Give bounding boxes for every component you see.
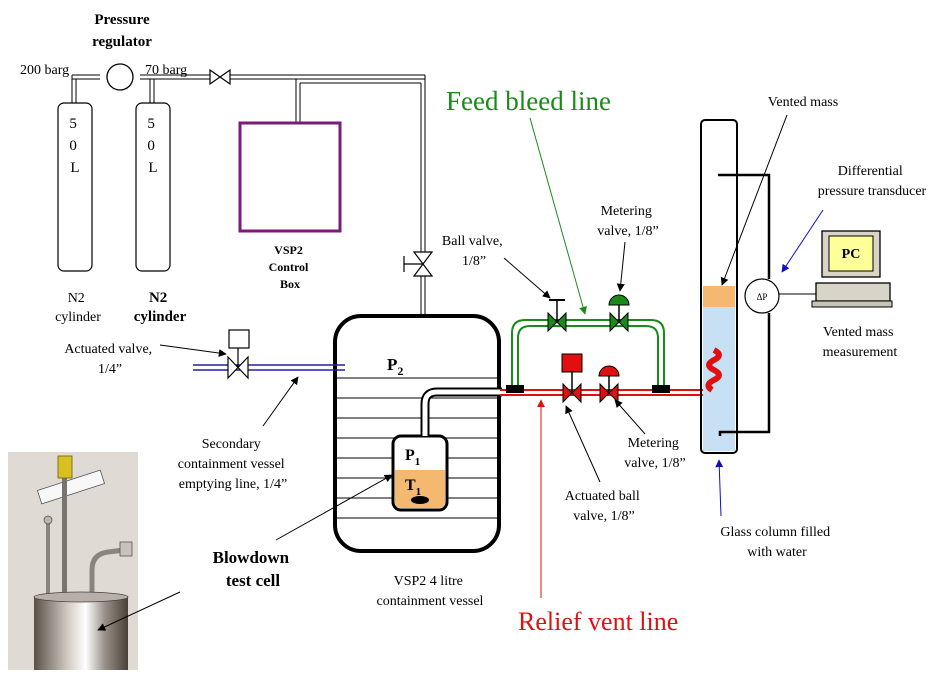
pressure-200-label: 200 barg xyxy=(20,63,69,78)
blowdown-arrow-to-cell xyxy=(275,474,393,541)
cyl2-text: 5 0 L xyxy=(147,116,158,176)
pc-icon xyxy=(811,230,893,308)
vsp2-vessel-label: VSP2 4 litre containment vessel xyxy=(377,574,484,609)
cyl1-text: 5 0 L xyxy=(69,116,80,176)
ball-valve-arrow xyxy=(503,257,551,299)
metering-top-arrow xyxy=(616,241,626,292)
vented-mass-arrow xyxy=(720,114,788,286)
control-box xyxy=(238,121,342,233)
pressure-70-label: 70 barg xyxy=(145,63,187,78)
actuated-ball-valve-icon xyxy=(561,353,583,404)
pressure-regulator-label: Pressure xyxy=(94,12,150,28)
control-box-label: VSP2 Control Box xyxy=(269,243,312,291)
actuated-ball-label: Actuated ball valve, 1/8” xyxy=(565,489,644,524)
dp-label: ΔP xyxy=(757,292,768,302)
dp-transducer-label: Differential pressure transducer xyxy=(818,164,927,199)
test-cell xyxy=(391,434,449,512)
vented-mass-label: Vented mass xyxy=(768,95,838,110)
n2-cylinder-2-label: N2 cylinder xyxy=(134,290,187,325)
vent-squiggle xyxy=(705,347,722,393)
blowdown-label: Blowdown test cell xyxy=(213,548,294,590)
p2-label: P2 xyxy=(387,355,403,378)
actuated-ball-arrow xyxy=(565,405,601,483)
vented-mass-liquid xyxy=(703,286,735,307)
n2-supply-lines xyxy=(71,74,426,320)
test-cell-liquid xyxy=(395,470,445,508)
blowdown-arrow-to-photo xyxy=(97,591,181,631)
containment-vessel xyxy=(333,314,501,553)
metering-bottom-label: Metering valve, 1/8” xyxy=(624,436,685,471)
metering-valve-red-icon xyxy=(598,365,620,404)
p1-label: P1 xyxy=(405,447,420,468)
actuated-valve-arrow xyxy=(159,344,227,357)
metering-valve-green-icon xyxy=(608,294,630,333)
dp-transducer-icon xyxy=(744,278,780,314)
actuated-valve-icon xyxy=(227,329,250,380)
pressure-regulator-label-2: regulator xyxy=(92,34,152,50)
secondary-line-label: Secondary containment vessel emptying li… xyxy=(178,437,288,492)
feed-junction-left xyxy=(506,385,524,393)
dp-transducer-arrow xyxy=(781,209,824,273)
dp-tube xyxy=(718,173,771,436)
feed-junction-right xyxy=(652,385,670,393)
glass-column xyxy=(700,119,738,454)
n2-cylinder-1 xyxy=(57,102,93,272)
supply-valve-icon xyxy=(209,68,231,86)
stirrer-icon xyxy=(411,496,429,504)
feed-bleed-arrow xyxy=(529,117,587,315)
secondary-line-arrow xyxy=(262,376,299,427)
feed-bleed-label: Feed bleed line xyxy=(446,86,611,116)
ball-valve-icon xyxy=(547,299,567,333)
n2-cylinder-1-label: N2 cylinder xyxy=(55,291,101,325)
secondary-emptying-line xyxy=(193,364,345,371)
metering-top-label: Metering valve, 1/8” xyxy=(597,204,658,239)
t1-label: T1 xyxy=(405,477,421,498)
vented-measure-label: Vented mass measurement xyxy=(823,325,898,360)
glass-column-label: Glass column filled with water xyxy=(720,525,833,560)
ball-valve-label: Ball valve, 1/8” xyxy=(442,234,506,269)
pc-label: PC xyxy=(842,247,861,262)
metering-bottom-arrow xyxy=(614,399,646,435)
pressure-regulator-icon xyxy=(106,63,134,91)
glass-column-arrow xyxy=(715,459,724,517)
n2-cylinder-2 xyxy=(135,102,171,272)
vessel-inlet-valve-icon xyxy=(403,251,434,277)
relief-vent-label: Relief vent line xyxy=(518,607,678,636)
feed-bleed-line xyxy=(511,319,665,386)
test-cell-photo xyxy=(8,452,138,670)
actuated-valve-label: Actuated valve, 1/4” xyxy=(64,342,155,377)
